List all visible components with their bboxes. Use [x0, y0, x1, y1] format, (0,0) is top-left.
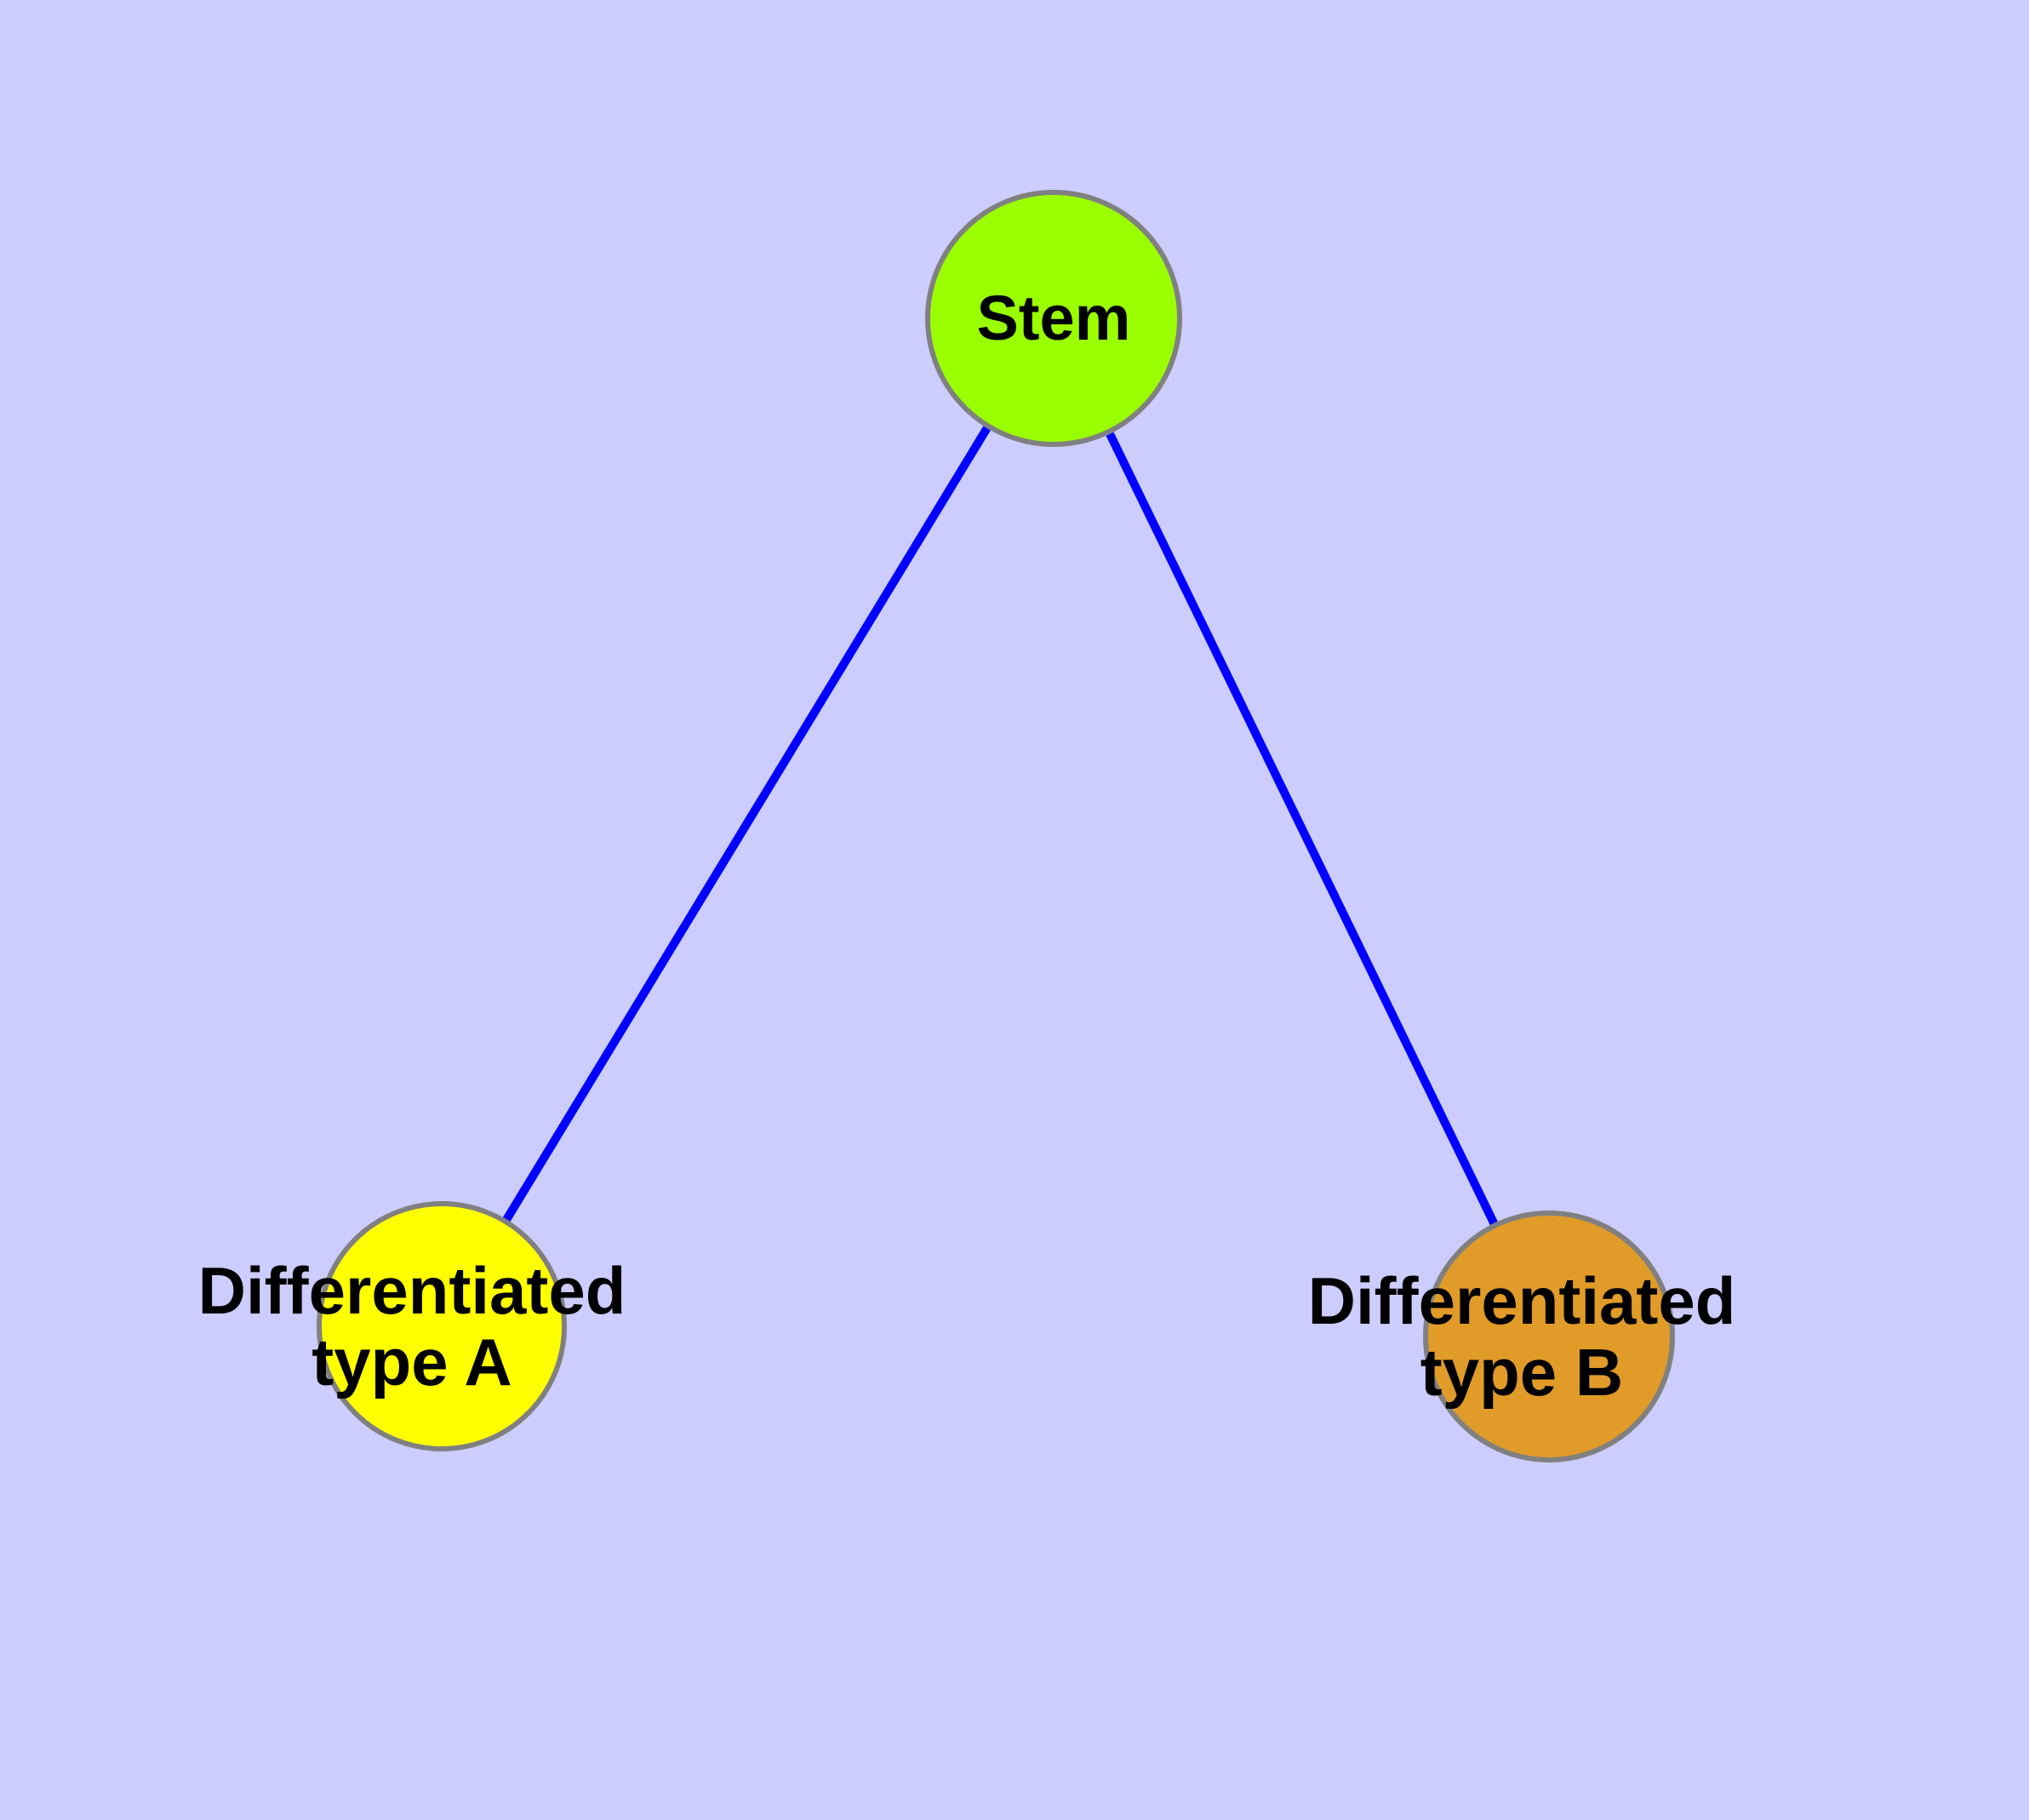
node-differentiated-type-b[interactable] — [1423, 1210, 1675, 1462]
node-stem[interactable] — [925, 190, 1182, 447]
node-differentiated-type-a[interactable] — [317, 1201, 567, 1451]
edges-group — [503, 426, 1498, 1226]
nodes-group — [317, 190, 1675, 1462]
edge-stem-to-differentiated-a[interactable] — [503, 426, 991, 1222]
edge-stem-to-differentiated-b[interactable] — [1106, 432, 1498, 1226]
